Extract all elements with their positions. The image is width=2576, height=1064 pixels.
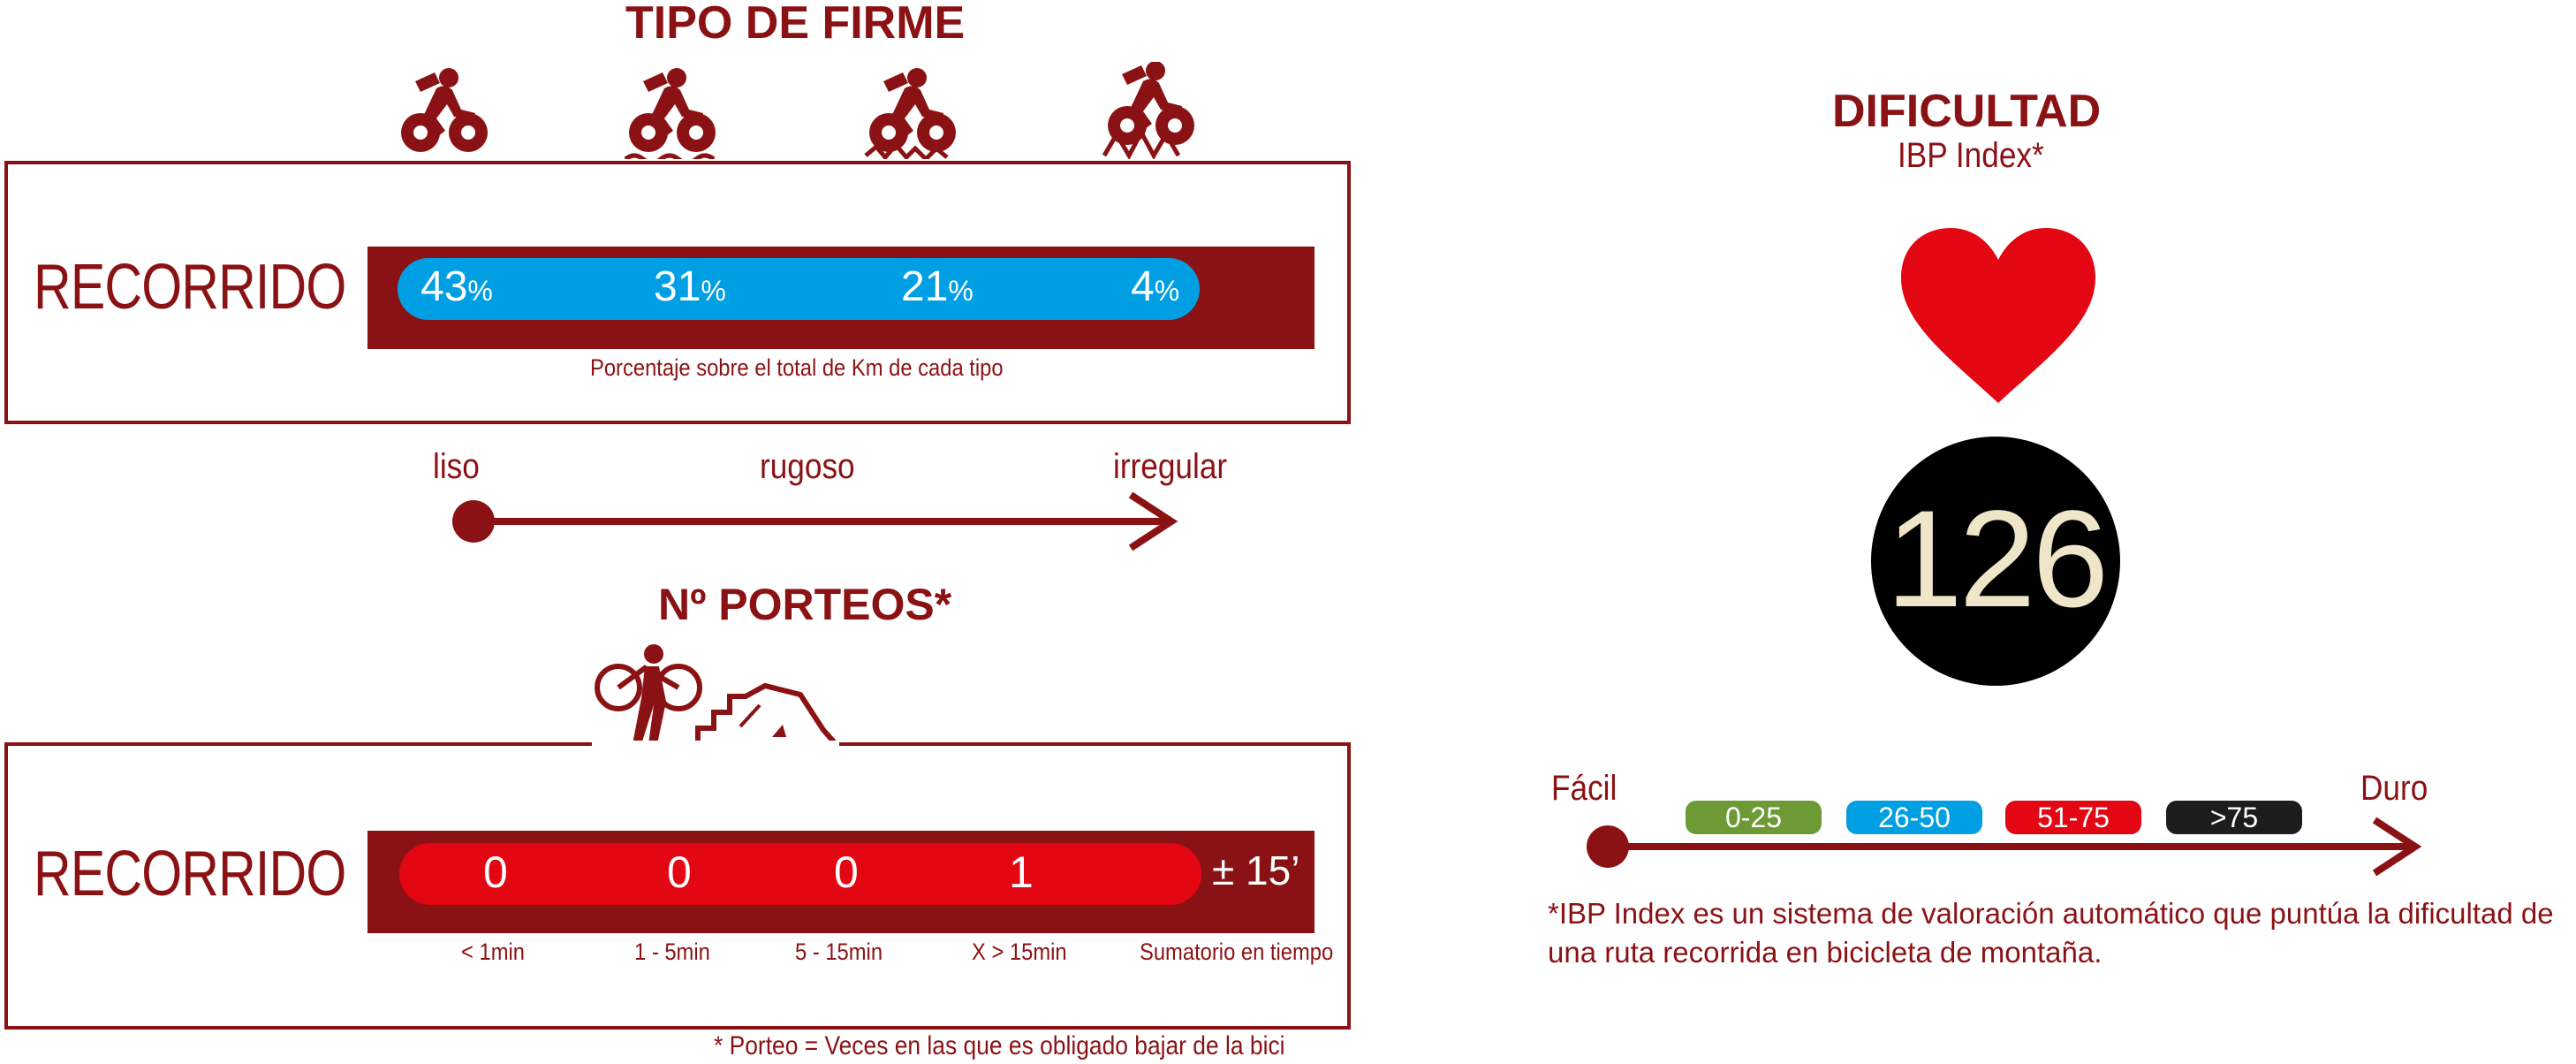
porteos-row-label: RECORRIDO bbox=[34, 839, 346, 909]
ibp-note: *IBP Index es un sistema de valoración a… bbox=[1548, 897, 2554, 969]
count-lt1: 0 bbox=[483, 847, 508, 897]
cyclist-smooth-icon bbox=[401, 68, 488, 152]
scale-start-label: liso bbox=[433, 447, 480, 486]
cyclist-very-irregular-icon bbox=[1102, 62, 1194, 161]
cyclist-rough-icon bbox=[624, 68, 716, 165]
firme-ground-line bbox=[389, 161, 1228, 164]
count-5-15: 0 bbox=[834, 847, 859, 897]
range-chip-0-25: 0-25 bbox=[1686, 801, 1822, 834]
ibp-score: 126 bbox=[1885, 483, 2109, 636]
firme-scale-arrow bbox=[452, 491, 1178, 551]
ibp-score-circle bbox=[1871, 437, 2120, 686]
scale-middle-label: rugoso bbox=[760, 447, 855, 486]
porteos-total-time: ± 15’ bbox=[1212, 847, 1300, 893]
porteos-title: Nº PORTEOS* bbox=[658, 580, 952, 629]
pct-rough: 31% bbox=[654, 263, 726, 310]
range-chip-51-75: 51-75 bbox=[2005, 801, 2141, 834]
cyclist-irregular-icon bbox=[864, 68, 956, 163]
porteos-pill bbox=[399, 843, 1201, 905]
heart-icon bbox=[1901, 228, 2095, 403]
bike-carrying-icon bbox=[595, 644, 839, 748]
dificultad-title: DIFICULTAD bbox=[1832, 86, 2102, 137]
range-chip-26-50: 26-50 bbox=[1846, 801, 1982, 834]
porteos-footnote: * Porteo = Veces en las que es obligado … bbox=[714, 1031, 1285, 1060]
porteos-caption-1-5: 1 - 5min bbox=[634, 939, 710, 965]
pct-irregular: 21% bbox=[901, 263, 974, 310]
difficulty-end-label: Duro bbox=[2360, 769, 2428, 808]
difficulty-scale-arrow bbox=[1587, 817, 2422, 877]
porteos-caption-gt15: X > 15min bbox=[972, 939, 1067, 965]
pct-smooth: 43% bbox=[420, 263, 493, 310]
firme-caption: Porcentaje sobre el total de Km de cada … bbox=[590, 354, 1004, 381]
firme-row-label: RECORRIDO bbox=[34, 252, 346, 323]
firme-title: TIPO DE FIRME bbox=[625, 0, 966, 49]
firme-pill bbox=[398, 258, 1200, 320]
porteos-caption-5-15: 5 - 15min bbox=[795, 939, 883, 965]
count-1-5: 0 bbox=[667, 847, 692, 897]
porteos-caption-lt1: < 1min bbox=[461, 939, 525, 965]
difficulty-start-label: Fácil bbox=[1551, 769, 1618, 808]
porteos-caption-total: Sumatorio en tiempo bbox=[1140, 939, 1334, 965]
range-chip-gt75: >75 bbox=[2166, 801, 2302, 834]
scale-end-label: irregular bbox=[1113, 447, 1228, 486]
dificultad-subtitle: IBP Index* bbox=[1898, 136, 2044, 175]
count-gt15: 1 bbox=[1009, 847, 1034, 897]
cyclist-icons-row bbox=[401, 62, 1194, 165]
pct-very-irregular: 4% bbox=[1131, 263, 1180, 310]
